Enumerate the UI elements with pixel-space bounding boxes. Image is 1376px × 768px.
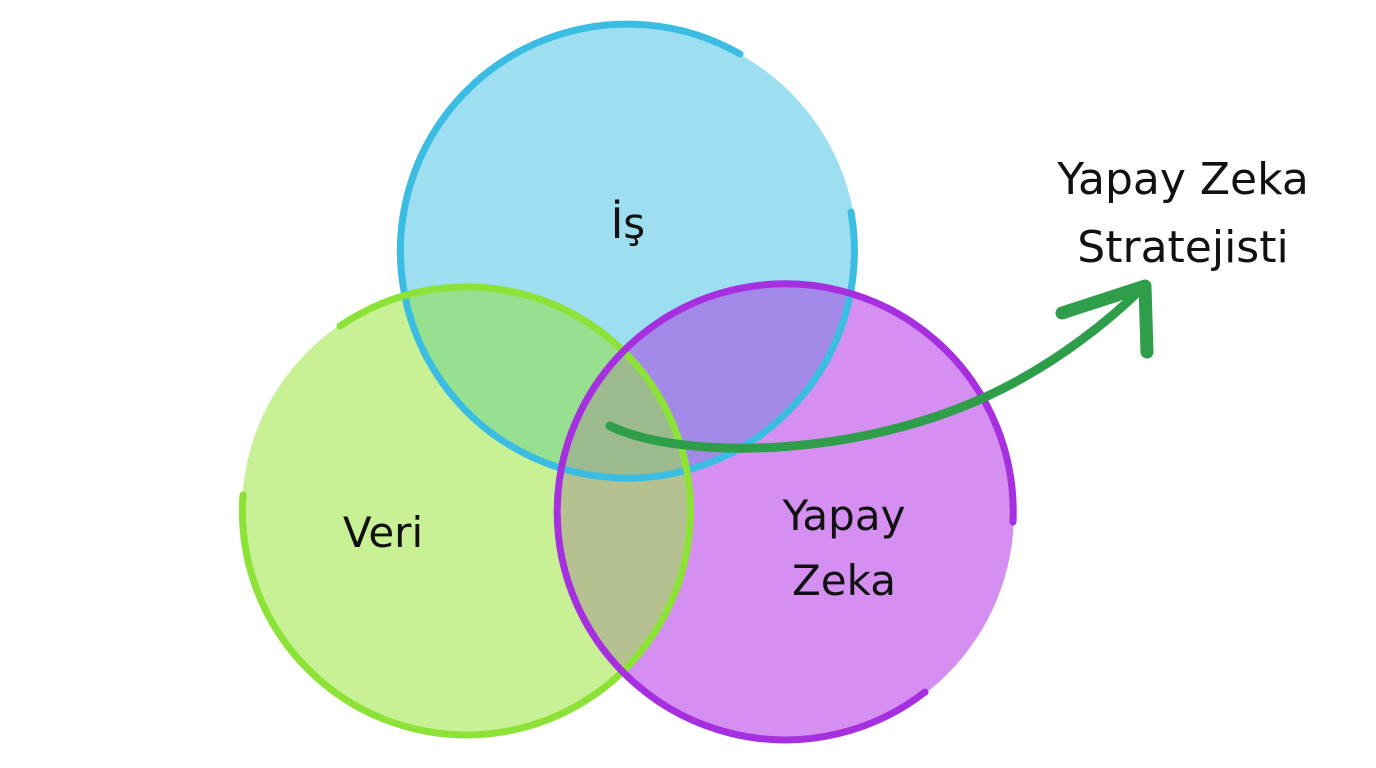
is-label: İş <box>611 198 645 248</box>
is-veri-overlap <box>403 286 690 480</box>
yapay-zeka-label-line2: Zeka <box>792 556 896 605</box>
outcome-label-line1: Yapay Zeka <box>1056 154 1309 205</box>
yapay-zeka-label-line1: Yapay <box>782 491 906 540</box>
veri-circle-outline <box>238 283 694 739</box>
veri-label: Veri <box>343 508 423 557</box>
arrow-head-icon <box>1055 279 1154 359</box>
is-circle-outline <box>396 20 858 482</box>
arrow-curve <box>605 283 1147 453</box>
outcome-label-line2: Stratejisti <box>1077 222 1288 273</box>
yapay-zeka-circle-outline <box>553 280 1017 744</box>
is-yapay-zeka-overlap <box>558 285 857 480</box>
